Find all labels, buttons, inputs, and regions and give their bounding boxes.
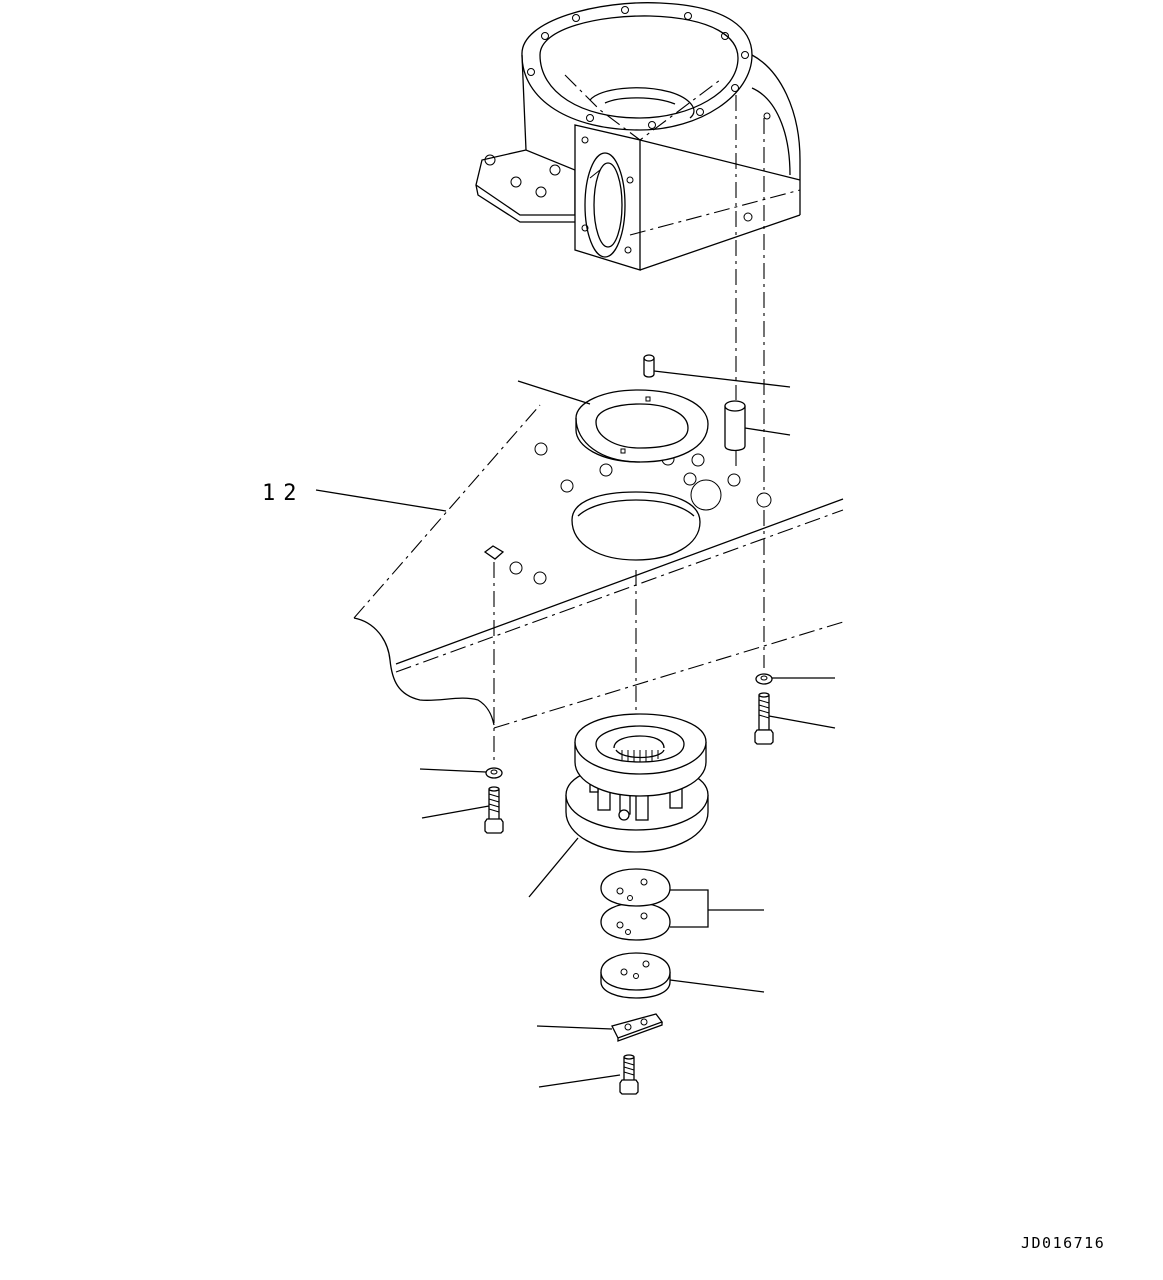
thrust-disc [600,952,671,999]
large-dowel-pin [724,400,746,452]
alignment-lines [493,95,765,762]
washer-right [755,673,773,685]
carrier-assembly [565,713,709,853]
drawing-id: JD016716 [1021,1234,1105,1252]
callout-number: 12 [262,481,305,506]
leader-lines [315,370,836,1088]
lock-plate [611,1013,664,1042]
bolt-bottom [619,1054,639,1095]
ring-shim [575,389,709,463]
housing [475,2,801,271]
washer-left [485,767,503,779]
bolt-left [484,786,504,834]
frame-plate [353,404,844,729]
small-dowel-pin [643,354,655,378]
shim-discs [600,868,671,941]
bolt-right [754,692,774,745]
